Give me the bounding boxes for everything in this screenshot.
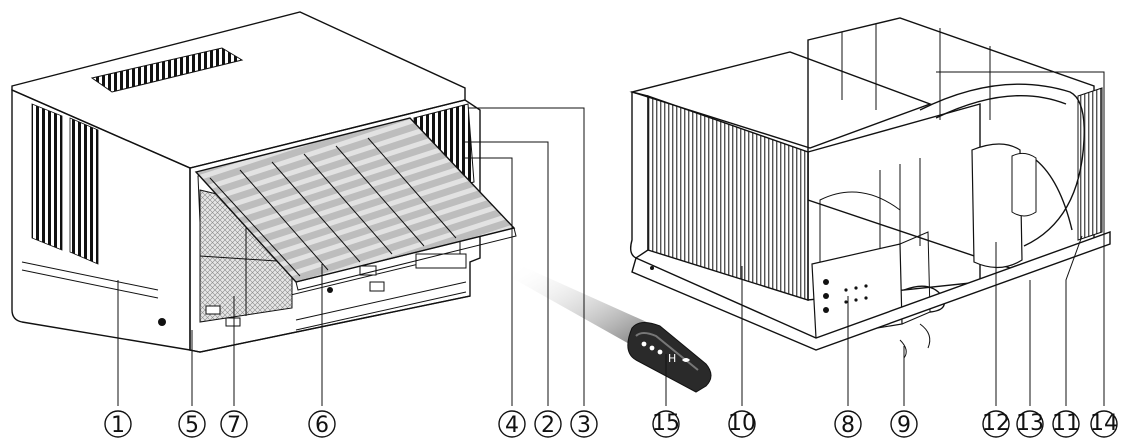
side-louvre-left (31, 103, 63, 251)
svg-text:11: 11 (1052, 411, 1080, 436)
svg-text:15: 15 (652, 411, 680, 436)
right-unit-chassis (629, 17, 1111, 359)
callout-3: 3 (570, 410, 598, 438)
remote-control: H (512, 266, 712, 393)
remote-body (627, 322, 712, 393)
callout-11: 11 (1052, 410, 1080, 438)
svg-text:7: 7 (227, 413, 241, 438)
callout-15: 15 (652, 410, 680, 438)
evaporator-coil (647, 95, 809, 301)
svg-text:13: 13 (1016, 411, 1044, 436)
callout-7: 7 (220, 410, 248, 438)
svg-text:6: 6 (315, 413, 329, 438)
callouts: 1 5 7 6 4 2 3 15 (104, 410, 1118, 438)
svg-text:4: 4 (505, 413, 519, 438)
svg-text:2: 2 (541, 413, 555, 438)
svg-text:9: 9 (897, 413, 911, 438)
callout-14: 14 (1090, 410, 1118, 438)
callout-13: 13 (1016, 410, 1044, 438)
callout-2: 2 (534, 410, 562, 438)
side-louvre-right (69, 117, 99, 265)
callout-12: 12 (982, 410, 1010, 438)
remote-h-label: H (668, 352, 676, 365)
callout-10: 10 (728, 410, 756, 438)
top-vent (90, 47, 244, 93)
svg-text:3: 3 (577, 413, 591, 438)
callout-9: 9 (890, 410, 918, 438)
svg-text:1: 1 (111, 413, 125, 438)
callout-5: 5 (178, 410, 206, 438)
svg-text:12: 12 (982, 411, 1010, 436)
compressor (971, 143, 1023, 269)
left-unit-front (11, 11, 517, 353)
leader-lines (117, 71, 1105, 406)
svg-text:8: 8 (841, 413, 855, 438)
callout-4: 4 (498, 410, 526, 438)
callout-6: 6 (308, 410, 336, 438)
base-pan (631, 231, 1111, 351)
svg-text:10: 10 (728, 411, 756, 436)
callout-1: 1 (104, 410, 132, 438)
remote-ir-beam (512, 266, 660, 350)
svg-text:5: 5 (185, 413, 199, 438)
callout-8: 8 (834, 410, 862, 438)
svg-text:14: 14 (1090, 411, 1118, 436)
